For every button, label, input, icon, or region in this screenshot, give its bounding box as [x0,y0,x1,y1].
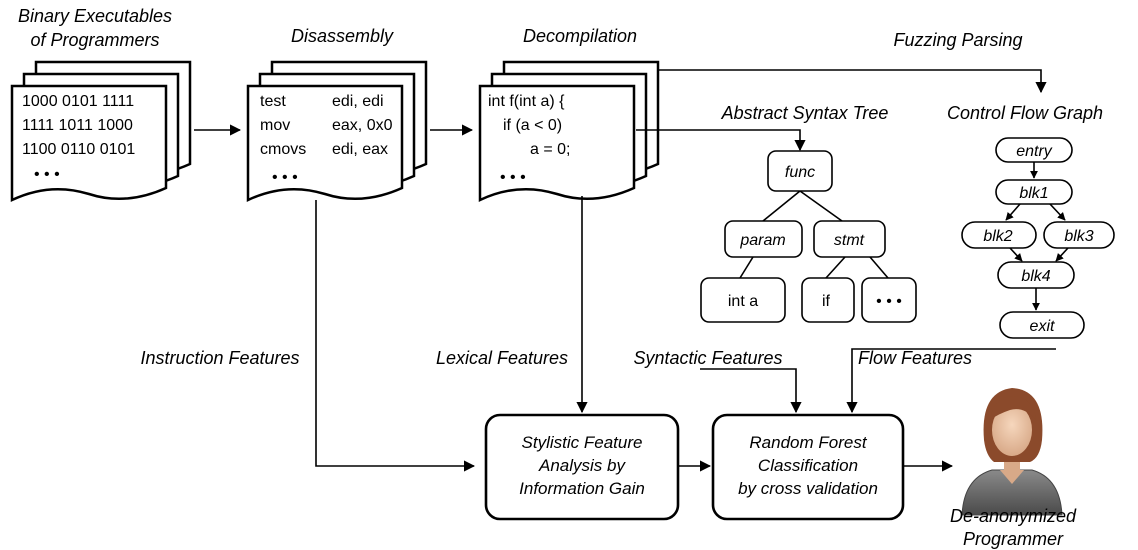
ast-node-func [767,150,833,192]
cfg-node-blk1-label: blk1 [1019,185,1048,202]
code-line-2: if (a < 0) [503,117,562,134]
code-line-1: int f(int a) { [488,93,565,110]
output-label-2: Programmer [963,529,1064,549]
ast-node-param-label: param [739,232,785,249]
stage-label-binary-2: of Programmers [30,30,159,50]
cfg-graph: entry blk1 blk2 blk3 blk4 exit [961,137,1115,339]
ast-node-stmt-label: stmt [834,232,865,249]
arrow-flow-features [846,348,1056,414]
binary-ellipsis: • • • [34,166,60,183]
asm-args-1: edi, edi [332,93,384,110]
stage-label-fuzzing: Fuzzing Parsing [893,30,1022,50]
ast-node-int-a-label: int a [728,293,758,310]
binary-document-stack: 1000 0101 1111 1111 1011 1000 1100 0110 … [10,60,192,202]
ast-node-if [801,277,855,323]
cfg-node-blk3-label: blk3 [1064,228,1093,245]
feature-analysis-box [484,413,680,521]
arrow-instruction-features [315,200,476,472]
classification-line-2: Classification [758,456,858,475]
code-ellipsis: • • • [500,169,526,186]
cfg-node-blk4-label: blk4 [1021,268,1050,285]
cfg-node-exit-label: exit [1030,318,1055,335]
label-instruction-features: Instruction Features [140,348,299,368]
asm-op-1: test [260,93,286,110]
ast-node-int-a [700,277,786,323]
ast-node-if-label: if [822,293,831,310]
asm-args-3: edi, eax [332,141,388,158]
binary-line-1: 1000 0101 1111 [22,93,134,110]
asm-ellipsis: • • • [272,169,298,186]
label-flow-features: Flow Features [858,348,972,368]
classification-line-1: Random Forest [749,433,867,452]
stage-label-binary: Binary Executables [18,6,172,26]
cfg-node-blk3 [1043,221,1115,249]
classification-box [711,413,905,521]
cfg-node-entry-label: entry [1016,143,1053,160]
arrow-syntactic-features [700,368,802,414]
asm-op-2: mov [260,117,290,134]
ast-node-func-label: func [785,164,815,181]
ast-tree: func param stmt int a if • • • [700,150,917,323]
cfg-title: Control Flow Graph [947,103,1103,123]
binary-line-3: 1100 0110 0101 [22,141,135,158]
disassembly-document-stack: test mov cmovs • • • edi, edi eax, 0x0 e… [246,60,428,202]
programmer-avatar-icon [961,388,1063,516]
stage-label-decompilation: Decompilation [523,26,637,46]
label-syntactic-features: Syntactic Features [633,348,782,368]
binary-line-2: 1111 1011 1000 [22,117,133,134]
cfg-node-exit [999,311,1085,339]
cfg-node-blk2 [961,221,1037,249]
analysis-line-2: Analysis by [538,456,626,475]
analysis-line-1: Stylistic Feature [522,433,643,452]
decompilation-document-stack: int f(int a) { if (a < 0) a = 0; • • • [478,60,660,202]
code-line-3: a = 0; [530,141,570,158]
arrow-to-ast [636,129,806,152]
stage-label-disassembly: Disassembly [291,26,394,46]
label-lexical-features: Lexical Features [436,348,568,368]
arrow-to-cfg [658,69,1047,94]
ast-title: Abstract Syntax Tree [721,103,889,123]
ast-node-param [724,220,803,258]
ast-node-ellipsis-label: • • • [876,293,902,310]
classification-line-3: by cross validation [738,479,878,498]
analysis-line-3: Information Gain [519,479,645,498]
ast-node-ellipsis [861,277,917,323]
asm-args-2: eax, 0x0 [332,117,393,134]
cfg-node-blk1 [995,179,1073,205]
cfg-node-blk2-label: blk2 [983,228,1012,245]
ast-node-stmt [813,220,886,258]
output-label-1: De-anonymized [950,506,1077,526]
asm-op-3: cmovs [260,141,306,158]
